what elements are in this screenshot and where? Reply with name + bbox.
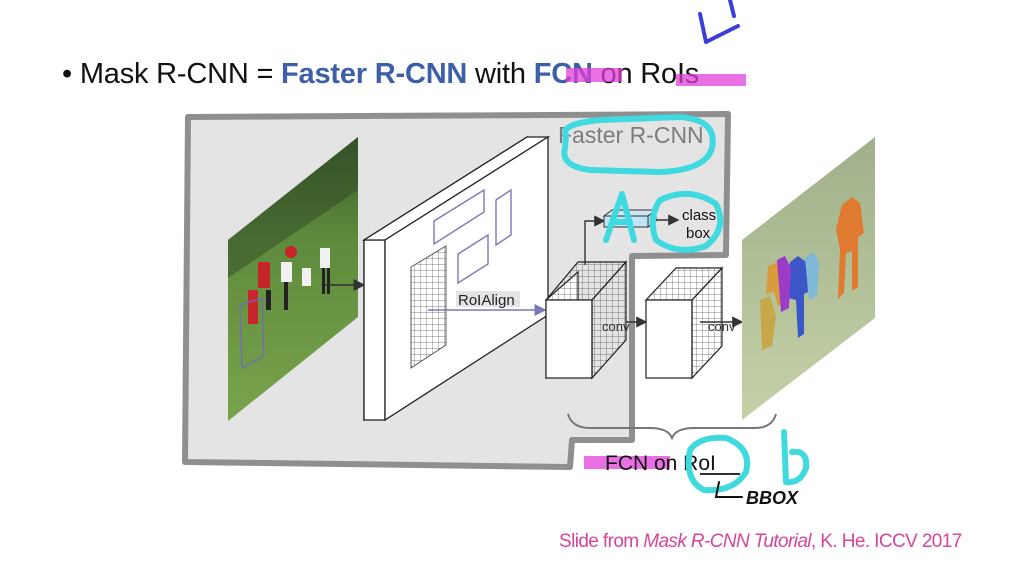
roialign-label: RoIAlign — [458, 292, 515, 309]
check-mark-icon — [698, 0, 740, 44]
slide-credit: Slide from Mask R-CNN Tutorial, K. He. I… — [559, 531, 962, 553]
credit-prefix: Slide from — [559, 531, 644, 552]
credit-source: Mask R-CNN Tutorial — [643, 531, 811, 552]
title-bullet: • — [62, 58, 72, 90]
backbone-feature-map — [361, 135, 551, 422]
bbox-note: BBOX — [746, 488, 799, 508]
arrow-note-icon — [714, 481, 743, 498]
conv-label-2: conv — [708, 319, 736, 334]
conv-label-1: conv — [602, 319, 630, 334]
faster-rcnn-label: Faster R-CNN — [558, 122, 704, 148]
title-prefix: Mask R-CNN = — [79, 58, 282, 90]
box-label: box — [686, 225, 711, 242]
title-with: with — [467, 58, 534, 90]
cyan-ink-annotations — [561, 114, 810, 494]
credit-suffix: , K. He. ICCV 2017 — [810, 531, 962, 552]
class-label: class — [682, 207, 716, 224]
output-mask-image — [742, 137, 875, 420]
roi-feature-cube-1 — [544, 260, 628, 380]
fcn-on-roi-label: FCN on RoI — [605, 452, 716, 475]
roi-feature-cube-2 — [644, 266, 724, 380]
input-image — [228, 137, 358, 421]
title-faster-rcnn: Faster R-CNN — [281, 58, 468, 90]
slide-title: • Mask R-CNN = Faster R-CNN with FCN on … — [62, 58, 699, 91]
